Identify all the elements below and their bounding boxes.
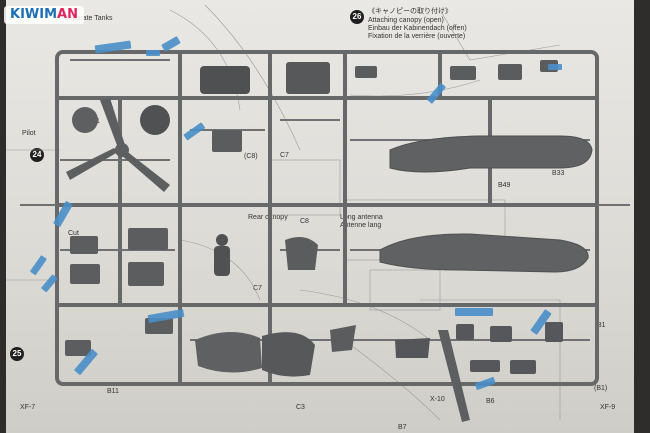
pilot-figure bbox=[214, 234, 230, 276]
table-edge-right bbox=[634, 0, 650, 433]
step-number-24: 24 bbox=[30, 148, 44, 162]
label-canopy-de: Einbau der Kabinendach (offen) bbox=[368, 25, 467, 32]
spinner-part bbox=[140, 105, 170, 135]
watermark-brand-main: KIWIM bbox=[10, 7, 58, 22]
label-canopy-jp: 《キャノピーの取り付け》 bbox=[368, 8, 452, 15]
label-b1: B1 bbox=[597, 322, 606, 329]
label-c3: C3 bbox=[296, 404, 305, 411]
label-xf9: XF-9 bbox=[600, 404, 616, 411]
cockpit-part bbox=[286, 62, 330, 94]
small-fin-part bbox=[330, 325, 356, 352]
sprue-runners bbox=[20, 59, 630, 341]
label-c8: C8 bbox=[300, 218, 309, 225]
label-c7b: C7 bbox=[253, 285, 262, 292]
step-number-25: 25 bbox=[10, 347, 24, 361]
seat-part bbox=[212, 130, 242, 152]
watermark-brand-accent: AN bbox=[57, 7, 78, 22]
label-antenna-de: Antenne lang bbox=[340, 222, 382, 229]
intake-part bbox=[395, 338, 430, 358]
label-c8-paren: (C8) bbox=[244, 153, 258, 160]
step-number-26: 26 bbox=[350, 10, 364, 24]
label-x10: X-10 bbox=[430, 396, 445, 403]
label-canopy-fr: Fixation de la verrière (ouverte) bbox=[368, 33, 466, 40]
watermark-logo: KIWIMAN bbox=[4, 6, 84, 24]
table-edge-left bbox=[0, 0, 6, 433]
label-pilot: Pilot bbox=[22, 130, 36, 137]
sprue-frame bbox=[55, 50, 599, 386]
label-attach-canopy: Attaching canopy (open) bbox=[368, 17, 444, 24]
small-parts-bottom-right bbox=[456, 322, 563, 374]
label-b11: B11 bbox=[107, 388, 119, 395]
label-cut: Cut bbox=[68, 230, 79, 237]
rudder-part bbox=[285, 236, 318, 270]
fuselage-half-upper bbox=[389, 135, 593, 173]
label-b1-paren: (B1) bbox=[594, 385, 608, 392]
label-rear-canopy: Rear canopy bbox=[248, 214, 288, 221]
label-b6: B6 bbox=[486, 398, 495, 405]
tail-plane-left bbox=[195, 331, 262, 373]
blue-tape-strips bbox=[30, 36, 562, 390]
propeller bbox=[66, 98, 170, 192]
label-antenna: Long antenna bbox=[340, 214, 383, 221]
label-xf7: XF-7 bbox=[20, 404, 36, 411]
label-b49: B49 bbox=[498, 182, 511, 189]
fuselage-half-lower bbox=[379, 233, 589, 273]
label-c7: C7 bbox=[280, 152, 289, 159]
label-b33: B33 bbox=[552, 170, 565, 177]
cowl-part bbox=[200, 66, 250, 94]
label-b7: B7 bbox=[398, 424, 407, 431]
tail-plane-right bbox=[262, 332, 315, 377]
wheel-part bbox=[72, 107, 98, 133]
antenna-mast-part bbox=[438, 330, 470, 422]
small-parts-top-right bbox=[355, 60, 558, 80]
